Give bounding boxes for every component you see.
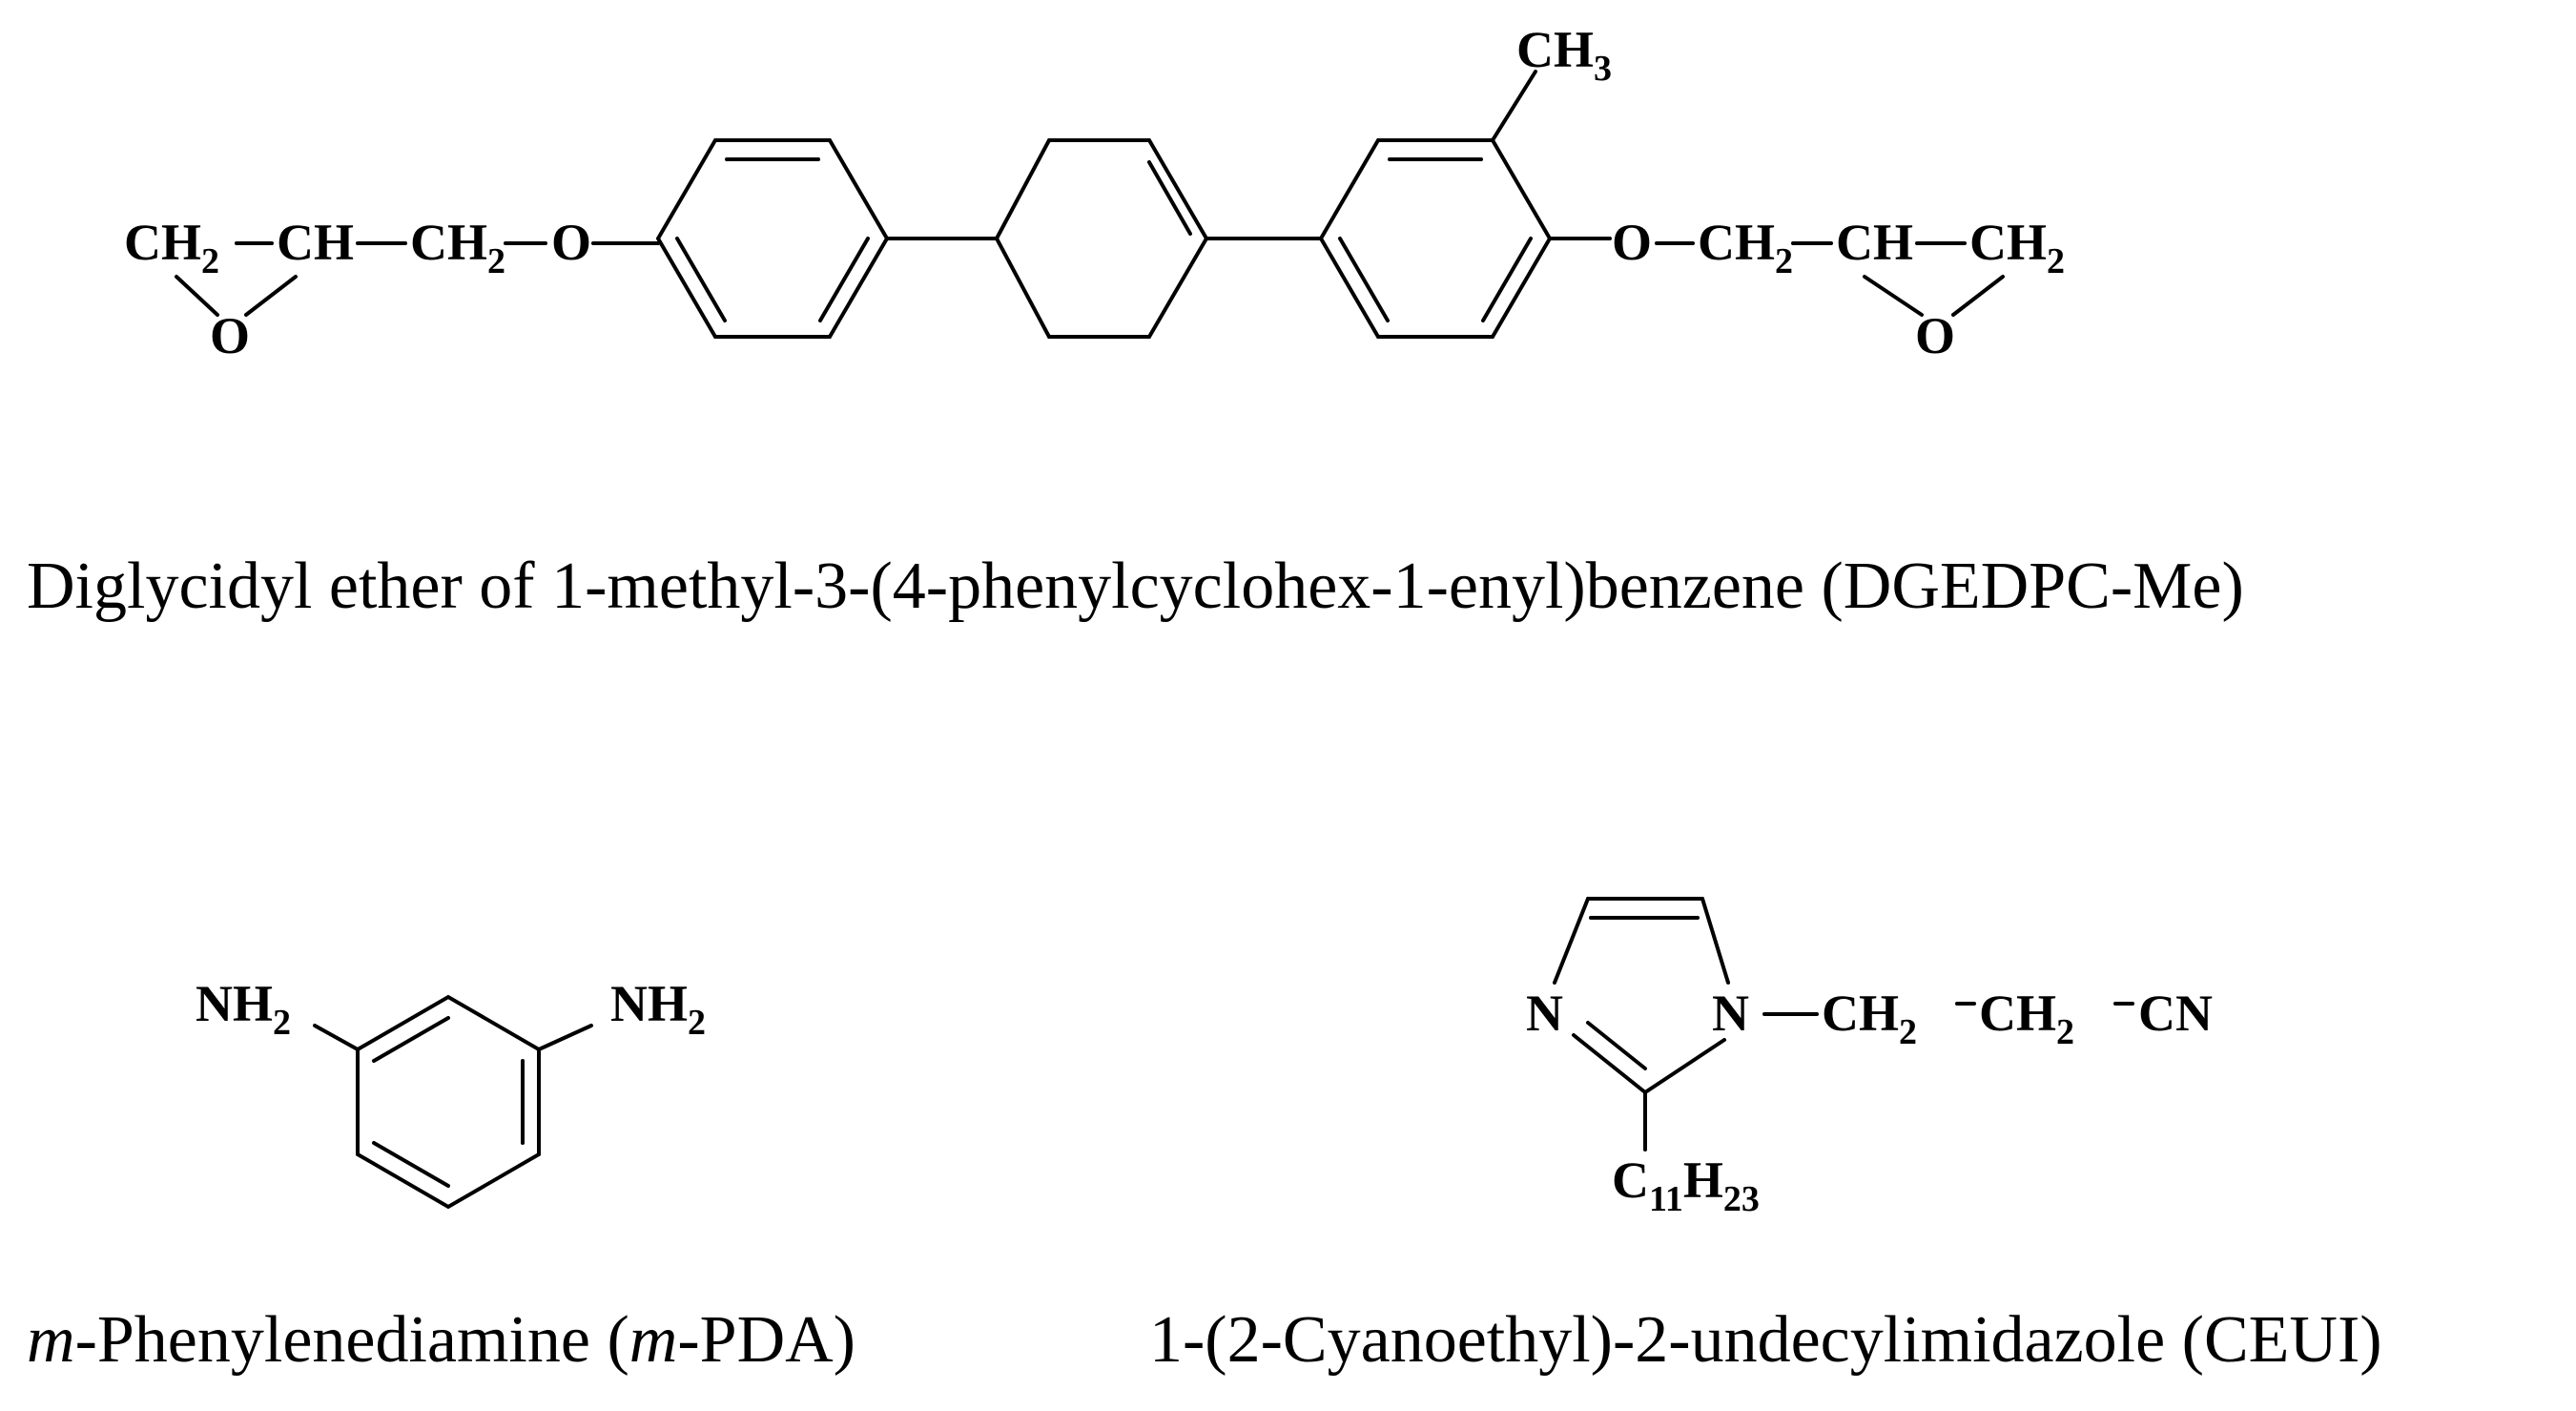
ceui-caption: 1-(2-Cyanoethyl)-2-undecylimidazole (CEU… [1149,1303,2382,1377]
epoxide-o-left-label: O [210,307,250,364]
c11h23-label: C11H23 [1612,1152,1760,1219]
ch3-label: CH3 [1516,21,1612,89]
ch2-label-right-linker: CH2 [1698,214,1793,281]
ether-o-right-label: O [1612,214,1652,271]
nh2-left-label: NH2 [196,975,291,1043]
dgedpc-me-caption: Diglycidyl ether of 1-methyl-3-(4-phenyl… [27,550,2244,623]
m-pda-caption: m-Phenylenediamine (m-PDA) [27,1303,855,1377]
m-pda-structure: NH2 NH2 m-Phenylenediamine (m-PDA) [27,975,855,1377]
ch2-label-left-linker: CH2 [410,214,505,281]
ether-o-left-label: O [551,214,591,271]
imidazole-n1-label: N [1712,985,1749,1042]
ch2-label-a: CH2 [1822,985,1917,1052]
imidazole-n3-label: N [1526,985,1563,1042]
nh2-right-label: NH2 [610,975,706,1043]
ceui-structure: N N C11H23 CH2 CH2 CN 1-(2-Cyanoethyl)-2… [1149,897,2382,1377]
epoxide-o-right-label: O [1915,307,1955,364]
ch2-label-b: CH2 [1979,985,2074,1052]
ch2-label-right-epoxide: CH2 [1969,214,2065,281]
ch2-label-left-epoxide: CH2 [124,214,219,281]
dgedpc-me-structure: CH2 CH CH2 O O CH3 O [27,21,2244,623]
cn-label: CN [2138,985,2213,1042]
ch-label-right: CH [1836,214,1913,271]
ch-label-left: CH [277,214,354,271]
